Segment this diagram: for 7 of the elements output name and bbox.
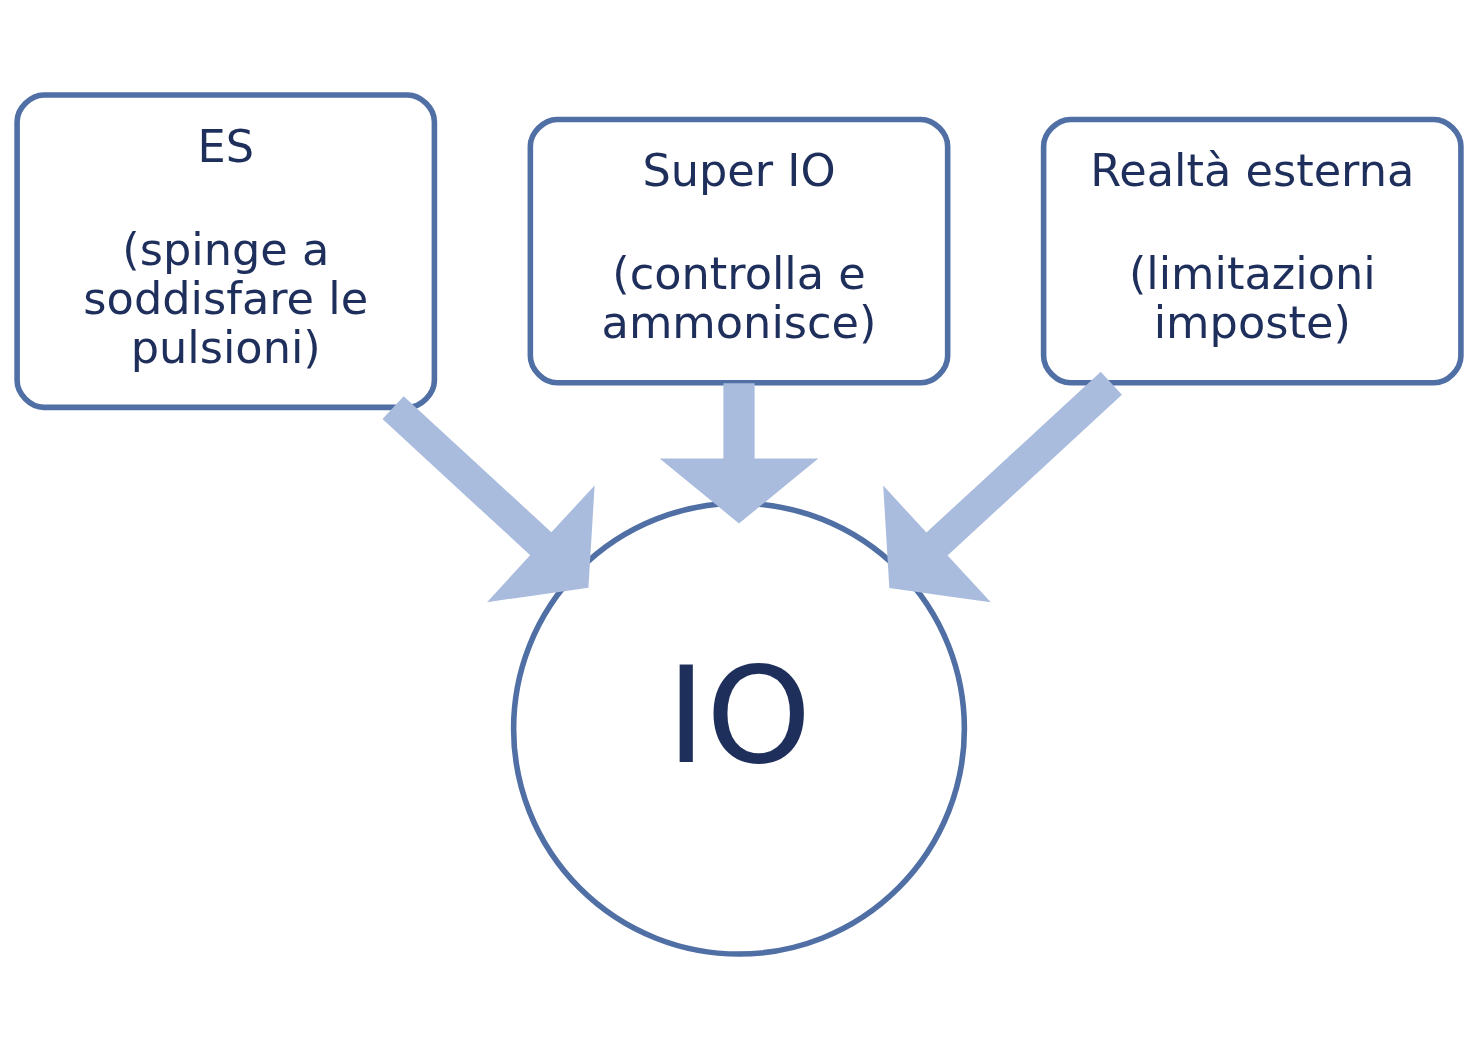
node-circle: IO: [510, 500, 968, 957]
arrow: [659, 382, 819, 523]
arrow: [883, 371, 1122, 602]
node-box: ES (spinge a soddisfare le pulsioni): [14, 91, 438, 410]
node-box: Super IO (controlla e ammonisce): [527, 116, 951, 386]
node-box: Realtà esterna (limitazioni imposte): [1040, 116, 1464, 386]
arrow: [382, 395, 595, 602]
